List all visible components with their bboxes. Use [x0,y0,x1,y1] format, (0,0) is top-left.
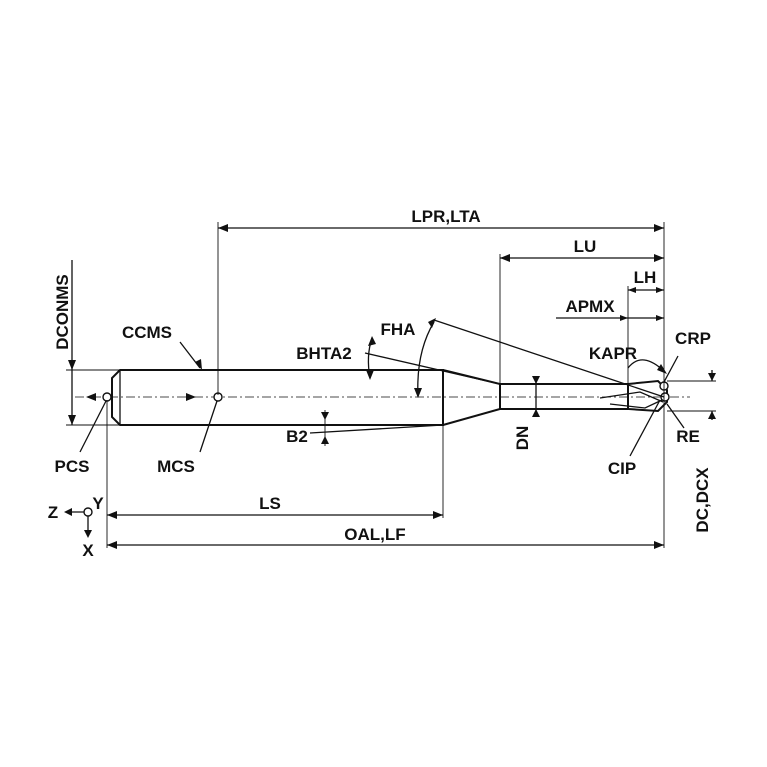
label-mcs: MCS [157,457,195,476]
leader-bhta2 [364,352,501,385]
leader-fha-line [433,319,665,398]
label-pcs: PCS [55,457,90,476]
label-crp: CRP [675,329,711,348]
label-kapr: KAPR [589,344,637,363]
leader-re [666,403,685,429]
label-ccms: CCMS [122,323,172,342]
reference-points [83,381,670,517]
cutting-flutes [599,391,664,409]
pcs-point-icon [102,392,112,402]
label-lpr-lta: LPR,LTA [411,207,480,226]
dimension-lines [68,224,716,549]
label-axis-z: Z [48,503,58,522]
cip-point-icon [660,392,670,402]
label-lh: LH [634,268,657,287]
leaders [79,318,685,457]
label-axis-x: X [82,541,94,560]
label-cip: CIP [608,459,636,478]
label-oal-lf: OAL,LF [344,525,405,544]
coordinate-axes [64,508,92,538]
label-apmx: APMX [565,297,615,316]
leader-b2 [309,424,444,434]
leader-cip [629,399,661,457]
label-b2: B2 [286,427,308,446]
label-fha: FHA [381,320,416,339]
leader-pcs [79,400,107,453]
label-ls: LS [259,494,281,513]
taper-outline [442,369,501,426]
fha-arc [417,321,435,397]
dimension-labels: LPR,LTA LU LH APMX CRP KAPR CCMS FHA BHT… [48,207,712,560]
extension-lines [66,222,716,548]
label-dconms: DCONMS [53,274,72,350]
label-bhta2: BHTA2 [296,344,351,363]
label-dn: DN [513,426,532,451]
label-dc-dcx: DC,DCX [693,467,712,533]
label-lu: LU [574,237,597,256]
label-axis-y: Y [92,494,104,513]
leader-crp [663,355,679,383]
leader-mcs [199,400,218,453]
tool-outline [111,369,668,426]
axis-origin-icon [83,507,93,517]
shank-outline [111,369,444,426]
label-re: RE [676,427,700,446]
